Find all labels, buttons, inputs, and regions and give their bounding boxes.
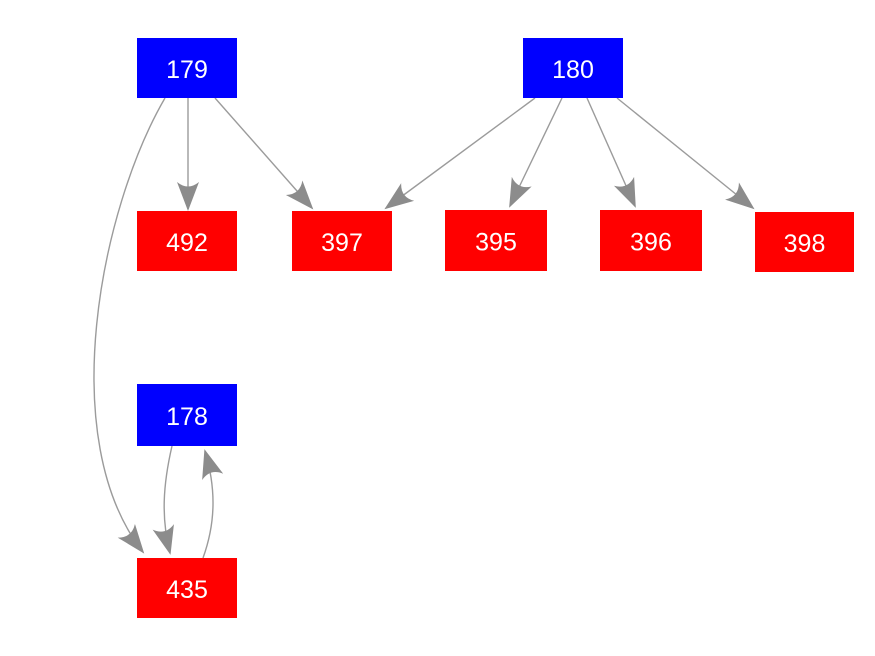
edges-layer [93, 97, 755, 559]
edge-435-to-178 [202, 449, 224, 559]
node-492[interactable]: 492 [137, 211, 237, 271]
edge-178-to-435 [152, 445, 174, 555]
node-397[interactable]: 397 [292, 211, 392, 271]
node-box-492[interactable] [137, 211, 237, 271]
node-box-179[interactable] [137, 38, 237, 98]
node-box-398[interactable] [755, 212, 854, 272]
node-box-180[interactable] [523, 38, 623, 98]
edge-179-to-397 [214, 97, 314, 210]
node-398[interactable]: 398 [755, 212, 854, 272]
edge-180-to-395 [509, 97, 563, 208]
node-396[interactable]: 396 [600, 210, 702, 271]
edge-180-to-398 [616, 97, 755, 210]
node-box-178[interactable] [137, 384, 237, 446]
node-180[interactable]: 180 [523, 38, 623, 98]
node-box-396[interactable] [600, 210, 702, 271]
edge-179-to-435 [93, 97, 166, 554]
node-435[interactable]: 435 [137, 558, 237, 618]
node-178[interactable]: 178 [137, 384, 237, 446]
node-box-395[interactable] [445, 210, 547, 271]
edge-180-to-396 [586, 97, 636, 208]
node-box-435[interactable] [137, 558, 237, 618]
node-395[interactable]: 395 [445, 210, 547, 271]
node-179[interactable]: 179 [137, 38, 237, 98]
node-box-397[interactable] [292, 211, 392, 271]
nodes-layer: 179 180 492 397 395 396 398 178 435 [137, 38, 854, 618]
edge-180-to-397 [384, 97, 536, 210]
